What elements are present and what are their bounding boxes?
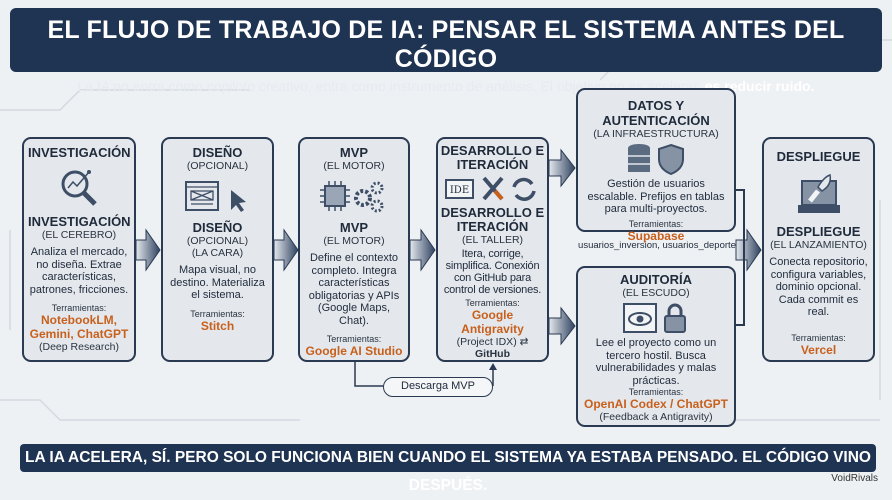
descarga-mvp-label: Descarga MVP bbox=[383, 377, 493, 397]
stage-diseno: DISEÑO (OPCIONAL) DISEÑO (OPCIONAL) (LA … bbox=[161, 137, 274, 362]
stage-subtitle-2: (OPCIONAL) bbox=[186, 235, 249, 247]
stage-title-2: INVESTIGACIÓN bbox=[28, 214, 131, 229]
tools: NotebookLM, Gemini, ChatGPT bbox=[29, 313, 129, 341]
tools-note: (Project IDX) ⇄ bbox=[456, 336, 529, 348]
stage-subtitle-2: (EL MOTOR) bbox=[323, 235, 385, 247]
stage-title: MVP bbox=[339, 145, 369, 160]
wrench-sync-icon bbox=[482, 176, 536, 201]
ide-tools-sync-icon: IDE bbox=[440, 174, 545, 204]
tools: Google Antigravity bbox=[461, 308, 524, 336]
subtitle: La IA no entra como copiloto creativo, e… bbox=[77, 78, 815, 94]
stage-subtitle: (OPCIONAL) bbox=[186, 160, 249, 172]
stage-subtitle-2: (EL TALLER) bbox=[461, 234, 524, 246]
stage-subtitle: (EL ESCUDO) bbox=[622, 287, 690, 299]
stage-description: Mapa visual, no destino. Materializa el … bbox=[170, 264, 265, 301]
arrow-to-despliegue bbox=[735, 228, 762, 272]
credit: VoidRivals bbox=[831, 473, 878, 484]
stage-description: Itera, corrige, simplifica. Conexión con… bbox=[443, 248, 542, 296]
tools-note: (Feedback a Antigravity) bbox=[599, 411, 713, 423]
tools: Stitch bbox=[200, 318, 235, 333]
stage-title-2: DESPLIEGUE bbox=[776, 224, 861, 239]
tools: Vercel bbox=[800, 342, 837, 357]
stage-subtitle: (EL CEREBRO) bbox=[41, 229, 117, 241]
stage-title-2: MVP bbox=[339, 220, 369, 235]
ide-icon: IDE bbox=[444, 179, 475, 199]
stage-desarrollo: DESARROLLO E ITERACIÓN IDE DESARROLLO E … bbox=[436, 137, 549, 362]
header: EL FLUJO DE TRABAJO DE IA: PENSAR EL SIS… bbox=[10, 8, 882, 94]
eye-lock-icon bbox=[582, 301, 730, 335]
stage-datos: DATOS Y AUTENTICACIÓN (LA INFRAESTRUCTUR… bbox=[576, 88, 736, 243]
stage-title: DESARROLLO E ITERACIÓN bbox=[440, 143, 545, 172]
tools-label: Terramientas: bbox=[51, 303, 107, 313]
stage-title: DISEÑO bbox=[192, 145, 243, 160]
stage-title: AUDITORÍA bbox=[620, 272, 692, 287]
tools-label: Terramientas: bbox=[628, 387, 684, 397]
table-prefixes-label: usuarios_inversion, usuarios_deporte bbox=[578, 240, 736, 251]
wireframe-cursor-icon bbox=[167, 175, 268, 217]
page-title: EL FLUJO DE TRABAJO DE IA: PENSAR EL SIS… bbox=[47, 16, 845, 73]
stage-subtitle-3: (LA CARA) bbox=[191, 247, 244, 259]
stage-subtitle: (LA INFRAESTRUCTURA) bbox=[593, 128, 719, 140]
arrow-to-datos bbox=[548, 148, 576, 188]
tools-label: Terramientas: bbox=[190, 308, 245, 319]
database-shield-icon bbox=[582, 142, 730, 176]
stage-title-2: DISEÑO bbox=[192, 220, 243, 235]
stage-description: Analiza el mercado, no diseña. Extrae ca… bbox=[29, 246, 129, 296]
tools: OpenAI Codex / ChatGPT bbox=[583, 397, 728, 411]
stage-mvp: MVP (EL MOTOR) MVP (EL MOTOR) Define el … bbox=[298, 137, 410, 362]
tools: Supabase bbox=[627, 228, 685, 243]
tools-note-bold: GitHub bbox=[475, 348, 510, 360]
tools-label: Terramientas: bbox=[791, 332, 846, 343]
stage-title: DESPLIEGUE bbox=[776, 149, 861, 164]
stage-investigacion: INVESTIGACIÓN INVESTIGACIÓN (EL CEREBRO)… bbox=[22, 137, 136, 362]
footer-banner: LA IA ACELERA, SÍ. PERO SOLO FUNCIONA BI… bbox=[20, 444, 876, 494]
tools: Google AI Studio bbox=[305, 344, 403, 358]
stage-title: INVESTIGACIÓN bbox=[28, 145, 131, 160]
tools-label: Terramientas: bbox=[465, 298, 520, 308]
stage-title-2: DESARROLLO E ITERACIÓN bbox=[440, 205, 545, 234]
arrow-to-auditoria bbox=[548, 306, 576, 346]
stage-title: DATOS Y AUTENTICACIÓN bbox=[602, 98, 710, 128]
stage-description: Define el contexto completo. Integra car… bbox=[308, 252, 400, 327]
chip-gears-icon bbox=[304, 175, 404, 217]
stage-auditoria: AUDITORÍA (EL ESCUDO) Lee el proyecto co… bbox=[576, 266, 736, 427]
arrow-1 bbox=[135, 228, 161, 272]
tools-label: Terramientas: bbox=[628, 218, 684, 229]
stage-subtitle-2: (EL LANZAMIENTO) bbox=[770, 239, 867, 251]
stage-subtitle: (EL MOTOR) bbox=[323, 160, 385, 172]
tools-note: (Deep Research) bbox=[39, 341, 119, 353]
rocket-laptop-icon bbox=[768, 170, 869, 218]
stage-description: Conecta repositorio, configura variables… bbox=[769, 256, 868, 318]
arrow-2 bbox=[273, 228, 299, 272]
stage-despliegue: DESPLIEGUE DESPLIEGUE (EL LANZAMIENTO) C… bbox=[762, 137, 875, 362]
stage-description: Gestión de usuarios escalable. Prefijos … bbox=[587, 178, 725, 215]
tools-label: Terramientas: bbox=[326, 334, 382, 344]
arrow-3 bbox=[409, 228, 436, 272]
stage-description: Lee el proyecto como un tercero hostil. … bbox=[595, 337, 717, 387]
magnifier-chart-icon bbox=[28, 166, 130, 208]
